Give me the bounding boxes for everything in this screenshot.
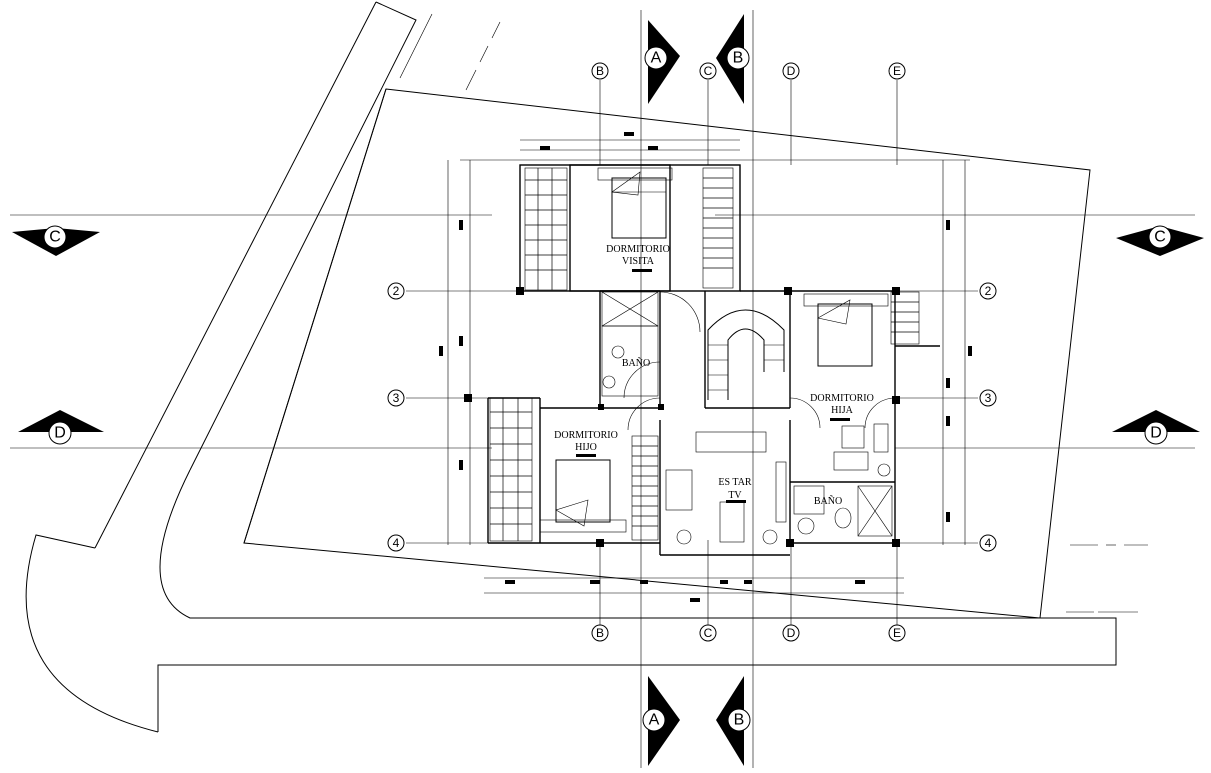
room-name: TV bbox=[728, 490, 742, 501]
axis-bubble-c-bottom: C bbox=[699, 624, 717, 642]
room-name: HIJA bbox=[831, 405, 853, 416]
room-label-dormitorio-visita: DORMITORIO VISITA bbox=[606, 244, 670, 272]
room-name: VISITA bbox=[622, 256, 655, 267]
site-outline bbox=[243, 88, 1091, 619]
room-name: BAÑO bbox=[814, 495, 842, 507]
terrace-hatching bbox=[489, 167, 568, 542]
axis-label: 2 bbox=[985, 284, 992, 298]
axis-bubble-3-left: 3 bbox=[387, 389, 405, 407]
section-markers-horizontal bbox=[12, 226, 1204, 432]
axis-bubble-c-top: C bbox=[699, 62, 717, 80]
section-label: A bbox=[651, 50, 662, 67]
section-label: C bbox=[1154, 229, 1166, 246]
axis-label: E bbox=[893, 64, 901, 78]
section-label: B bbox=[734, 712, 745, 729]
axis-bubble-2-left: 2 bbox=[387, 282, 405, 300]
walls bbox=[487, 164, 940, 556]
room-label-dormitorio-hija: DORMITORIO HIJA bbox=[810, 393, 874, 421]
bathroom-fixtures bbox=[601, 291, 893, 537]
section-lines bbox=[10, 10, 1195, 768]
room-name: DORMITORIO bbox=[810, 393, 874, 404]
room-name: DORMITORIO bbox=[554, 430, 618, 441]
section-label-c-right: C bbox=[1148, 225, 1172, 249]
room-label-dormitorio-hijo: DORMITORIO HIJO bbox=[554, 430, 618, 457]
axis-bubble-3-right: 3 bbox=[979, 389, 997, 407]
section-label: D bbox=[54, 425, 66, 442]
axis-bubble-b-bottom: B bbox=[591, 624, 609, 642]
section-label: D bbox=[1150, 425, 1162, 442]
axis-label: 4 bbox=[985, 536, 992, 550]
axis-bubble-d-top: D bbox=[782, 62, 800, 80]
axis-label: 3 bbox=[985, 391, 992, 405]
closets bbox=[631, 167, 920, 541]
axis-bubble-d-bottom: D bbox=[782, 624, 800, 642]
axis-bubble-b-top: B bbox=[591, 62, 609, 80]
axis-bubble-4-right: 4 bbox=[979, 534, 997, 552]
section-label-d-right: D bbox=[1144, 421, 1168, 445]
living-furniture bbox=[665, 423, 891, 545]
dimension-lines bbox=[439, 132, 972, 602]
room-name: ES TAR bbox=[718, 477, 752, 488]
axis-label: 4 bbox=[393, 536, 400, 550]
axis-label: 3 bbox=[393, 391, 400, 405]
room-label-bano-2: BAÑO bbox=[814, 495, 842, 507]
axis-label: D bbox=[787, 626, 796, 640]
section-label: C bbox=[49, 229, 61, 246]
axis-bubble-e-top: E bbox=[888, 62, 906, 80]
access-road bbox=[25, 1, 1148, 733]
axis-label: E bbox=[893, 626, 901, 640]
section-label-a-bottom: A bbox=[642, 708, 666, 732]
axis-label: 2 bbox=[393, 284, 400, 298]
structural-columns bbox=[464, 287, 900, 547]
section-label-b-top: B bbox=[726, 46, 750, 70]
section-label-a-top: A bbox=[644, 46, 668, 70]
axis-bubble-4-left: 4 bbox=[387, 534, 405, 552]
staircase bbox=[707, 309, 785, 400]
room-name: BAÑO bbox=[622, 357, 650, 369]
beds bbox=[539, 167, 889, 533]
room-name: DORMITORIO bbox=[606, 244, 670, 255]
section-markers-vertical bbox=[648, 14, 744, 766]
section-label-b-bottom: B bbox=[727, 708, 751, 732]
section-label-c-left: C bbox=[43, 225, 67, 249]
axis-label: B bbox=[596, 64, 604, 78]
room-label-bano-1: BAÑO bbox=[622, 357, 650, 369]
axis-bubble-2-right: 2 bbox=[979, 282, 997, 300]
section-label-d-left: D bbox=[48, 421, 72, 445]
axis-label: B bbox=[596, 626, 604, 640]
room-label-estar-tv: ES TAR TV bbox=[718, 477, 752, 503]
axis-label: D bbox=[787, 64, 796, 78]
axis-label: C bbox=[704, 626, 713, 640]
room-name: HIJO bbox=[575, 442, 597, 453]
section-label: A bbox=[649, 712, 660, 729]
door-swings bbox=[623, 291, 896, 431]
axis-bubble-e-bottom: E bbox=[888, 624, 906, 642]
section-label: B bbox=[733, 50, 744, 67]
axis-label: C bbox=[704, 64, 713, 78]
